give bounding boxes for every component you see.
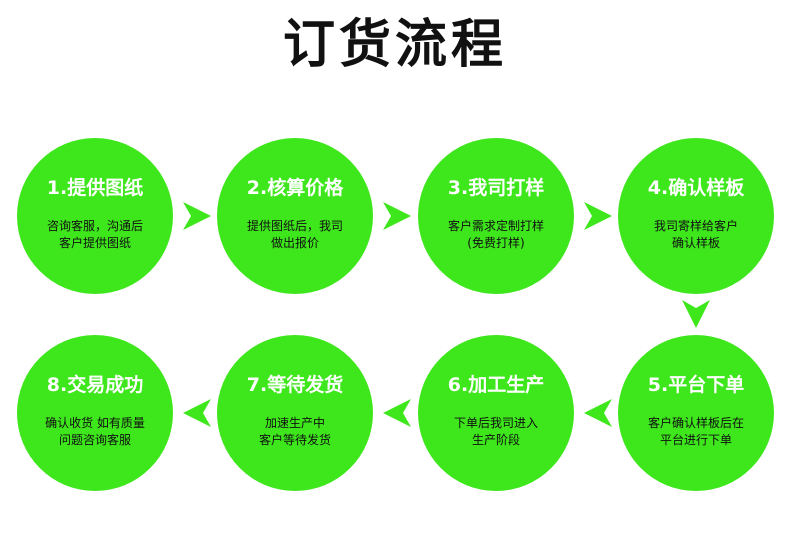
- step-5-circle: 5.平台下单 客户确认样板后在 平台进行下单: [618, 335, 774, 491]
- step-2-circle: 2.核算价格 提供图纸后，我司 做出报价: [217, 138, 373, 294]
- step-3-title: 3.我司打样: [447, 177, 545, 199]
- step-2-title: 2.核算价格: [246, 177, 344, 199]
- step-5-title: 5.平台下单: [647, 374, 745, 396]
- arrow-left-icon: [177, 393, 217, 433]
- step-1-title: 1.提供图纸: [46, 177, 144, 199]
- step-6-circle: 6.加工生产 下单后我司进入 生产阶段: [418, 335, 574, 491]
- step-4-description: 我司寄样给客户 确认样板: [653, 219, 738, 250]
- step-3-circle: 3.我司打样 客户需求定制打样 (免费打样): [418, 138, 574, 294]
- step-4-circle: 4.确认样板 我司寄样给客户 确认样板: [618, 138, 774, 294]
- step-5-description: 客户确认样板后在 平台进行下单: [647, 416, 744, 447]
- step-3-description: 客户需求定制打样 (免费打样): [447, 219, 544, 250]
- step-1-description: 咨询客服，沟通后 客户提供图纸: [46, 219, 143, 250]
- step-6-title: 6.加工生产: [447, 374, 545, 396]
- step-8-title: 8.交易成功: [46, 374, 144, 396]
- arrow-left-icon: [377, 393, 417, 433]
- step-1-circle: 1.提供图纸 咨询客服，沟通后 客户提供图纸: [17, 138, 173, 294]
- step-7-title: 7.等待发货: [246, 374, 344, 396]
- step-6-description: 下单后我司进入 生产阶段: [453, 416, 538, 447]
- arrow-down-icon: [676, 294, 716, 334]
- step-7-circle: 7.等待发货 加速生产中 客户等待发货: [217, 335, 373, 491]
- arrow-right-icon: [377, 196, 417, 236]
- page-title: 订货流程: [282, 15, 507, 75]
- step-8-circle: 8.交易成功 确认收货 如有质量 问题咨询客服: [17, 335, 173, 491]
- arrow-left-icon: [578, 393, 618, 433]
- step-8-description: 确认收货 如有质量 问题咨询客服: [45, 416, 145, 447]
- arrow-right-icon: [177, 196, 217, 236]
- step-7-description: 加速生产中 客户等待发货: [258, 416, 331, 447]
- step-4-title: 4.确认样板: [647, 177, 745, 199]
- arrow-right-icon: [578, 196, 618, 236]
- step-2-description: 提供图纸后，我司 做出报价: [246, 219, 343, 250]
